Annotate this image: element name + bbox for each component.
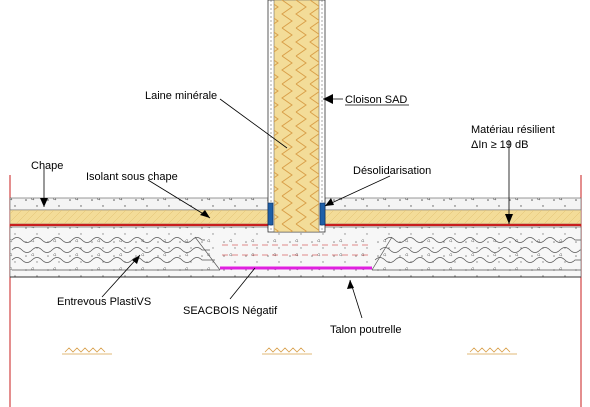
poutrelle-zone	[222, 244, 370, 256]
label-chape: Chape	[31, 160, 63, 172]
label-seacbois: SEACBOIS Négatif	[183, 305, 278, 317]
label-cloison: Cloison SAD	[345, 94, 407, 106]
chape-layer	[9, 197, 582, 211]
isolant-layer	[9, 209, 582, 225]
label-entrevous: Entrevous PlastiVS	[57, 296, 151, 308]
desolidarisation-right	[319, 202, 326, 226]
entrevous-right	[371, 236, 581, 271]
label-isolant: Isolant sous chape	[86, 171, 178, 183]
entrevous-left	[11, 236, 221, 271]
label-talon: Talon poutrelle	[330, 324, 402, 336]
label-materiau-2: ΔIn ≥ 19 dB	[471, 139, 528, 151]
desolidarisation-left	[267, 202, 274, 226]
label-materiau-1: Matériau résilient	[471, 124, 555, 136]
bottom-hatch	[62, 347, 517, 355]
label-desolidarisation: Désolidarisation	[353, 165, 431, 177]
cloison-wall	[267, 0, 326, 233]
arrow-heads	[40, 94, 513, 289]
label-laine: Laine minérale	[145, 90, 217, 102]
